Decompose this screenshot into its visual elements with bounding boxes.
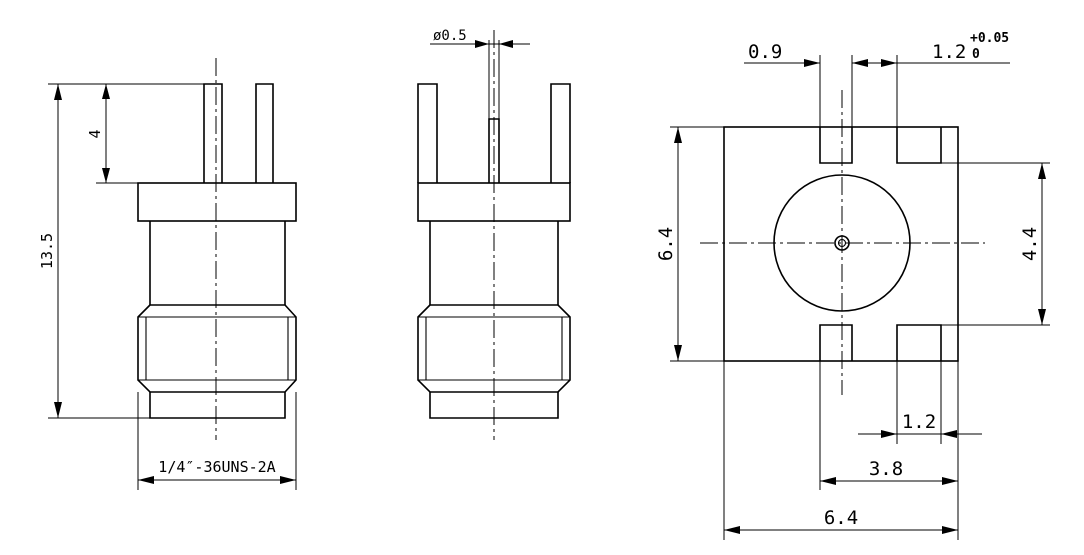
side-view-left: 13.5 4 1/4″-36UNS-2A (38, 58, 297, 490)
body-width-label: 6.4 (824, 507, 858, 529)
pin-gap-label: 0.9 (748, 41, 782, 63)
pin-diameter-label: ø0.5 (433, 28, 467, 44)
tolerance-upper: +0.05 (970, 31, 1009, 46)
arrow-4-top (102, 84, 110, 99)
pad-top-center (819, 127, 853, 164)
left-hex-chamfer (138, 316, 296, 381)
arrow-38-right (942, 477, 958, 485)
top-body (723, 126, 959, 362)
left-bottom (149, 392, 286, 419)
arrow-44-bottom (1038, 309, 1046, 325)
arrow-13-5-bottom (54, 402, 62, 418)
arrow-13-5-top (54, 84, 62, 100)
pad-span-label: 3.8 (869, 458, 903, 480)
top-view: 0.9 1.2 +0.05 0 6.4 4.4 1.2 (655, 31, 1050, 540)
arrow-pin-dia-right (499, 40, 513, 48)
arrow-38-left (820, 477, 836, 485)
left-pin-2 (255, 83, 274, 183)
dim-label-4: 4 (86, 129, 104, 138)
side-view-middle: ø0.5 (417, 28, 571, 440)
left-flange (137, 182, 297, 222)
arrow-64v-bottom (674, 345, 682, 361)
arrow-pin-dia-left (475, 40, 489, 48)
arrow-64v-top (674, 127, 682, 143)
dim-label-13-5: 13.5 (38, 233, 56, 269)
pin-width-label: 1.2 (932, 41, 966, 63)
left-pin-1 (203, 83, 223, 183)
pin-spacing-label: 4.4 (1019, 227, 1041, 261)
arrow-12b-left (881, 430, 897, 438)
pad-bottom-right (896, 324, 942, 361)
arrow-12top (881, 59, 897, 67)
arrow-64h-left (724, 526, 740, 534)
arrow-09 (804, 59, 820, 67)
arrow-44-top (1038, 163, 1046, 179)
arrow-64h-right (942, 526, 958, 534)
thread-spec-label: 1/4″-36UNS-2A (158, 458, 275, 476)
body-height-label: 6.4 (655, 227, 677, 261)
arrow-4-bottom (102, 168, 110, 183)
pad-width-label: 1.2 (902, 411, 936, 433)
pad-top-right (896, 127, 942, 164)
tolerance-lower: 0 (972, 47, 980, 62)
mid-neck (429, 221, 559, 305)
arrow-thread-left (138, 476, 154, 484)
mid-pin-2 (550, 83, 571, 183)
mid-pin-1 (417, 83, 438, 183)
arrow-12b-right (941, 430, 957, 438)
pad-bottom-center (819, 324, 853, 361)
arrow-thread-right (280, 476, 296, 484)
left-neck (149, 221, 286, 305)
left-hex (137, 304, 297, 393)
